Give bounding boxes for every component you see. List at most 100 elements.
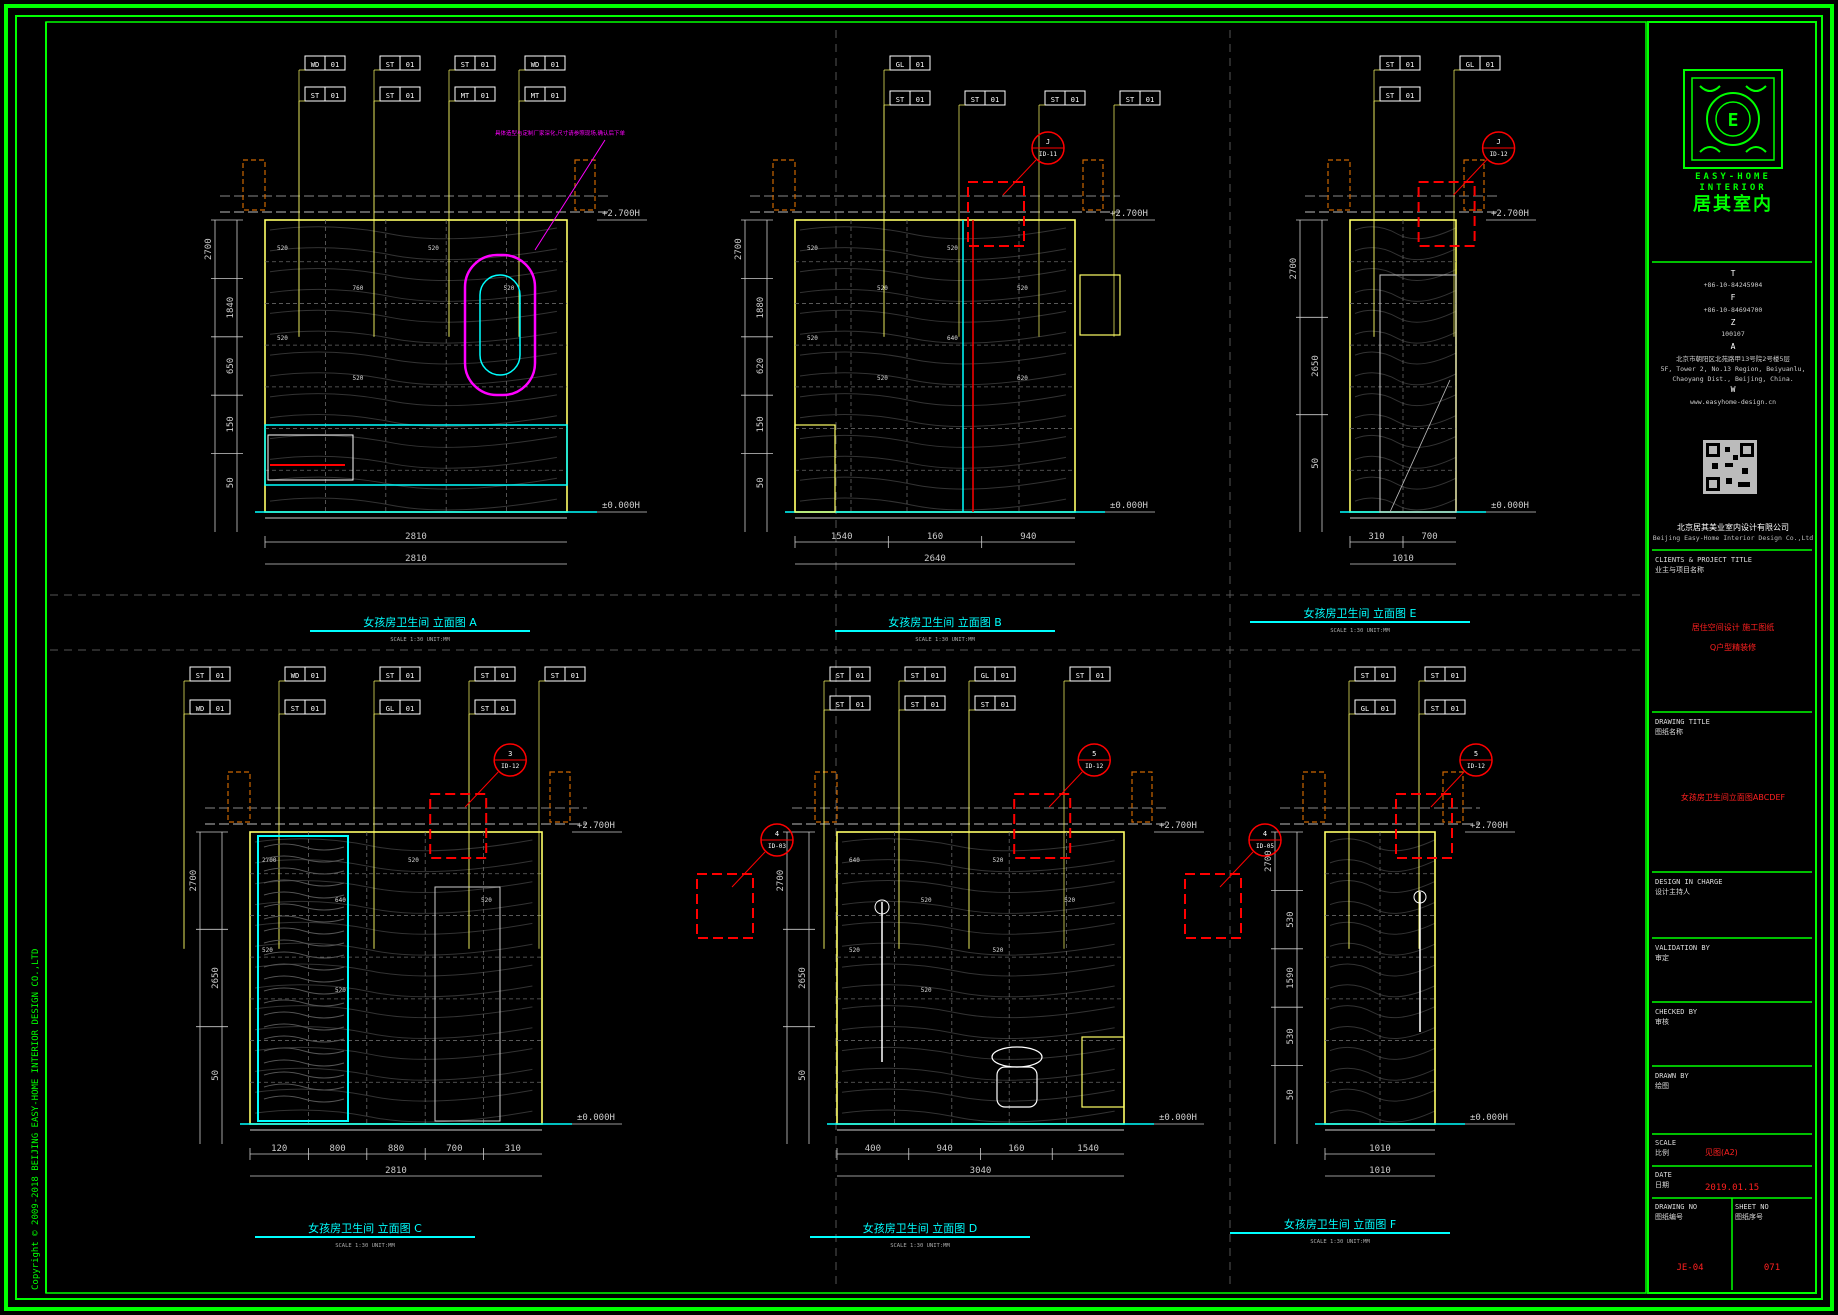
svg-text:Chaoyang Dist., Beijing, China: Chaoyang Dist., Beijing, China.: [1672, 375, 1793, 383]
tag-code: GL: [386, 705, 394, 713]
dim-horizontal: 940: [936, 1144, 952, 1154]
dim-horizontal: 310: [1368, 532, 1384, 542]
tag-num: 01: [551, 61, 559, 69]
tag-num: 01: [1451, 705, 1459, 713]
tile-dim: 640: [335, 897, 346, 904]
material-tag: GL 01: [1453, 55, 1501, 337]
dim-vertical: 50: [226, 477, 236, 488]
height-top-label: +2.700H: [577, 821, 615, 831]
tag-code: ST: [896, 96, 905, 104]
dim-horizontal: 160: [927, 532, 943, 542]
tag-code: ST: [291, 705, 300, 713]
dim-horizontal: 160: [1008, 1144, 1024, 1154]
svg-text:W: W: [1731, 385, 1736, 394]
callout-sheet: ID-05: [1256, 843, 1274, 850]
dim-horizontal: 940: [1020, 532, 1036, 542]
tile-dim: 520: [921, 987, 932, 994]
tag-code: ST: [1051, 96, 1060, 104]
project-title-cn: 业主与项目名称: [1655, 565, 1704, 574]
drawn-label: DRAWN BY: [1655, 1072, 1690, 1080]
drawing-no-cn: 图纸编号: [1655, 1212, 1683, 1221]
callout-number: J: [1046, 138, 1050, 146]
dim-vertical: 1590: [1286, 967, 1296, 989]
svg-text:A: A: [1731, 342, 1736, 351]
svg-text:F: F: [1731, 293, 1736, 302]
svg-text:T: T: [1731, 269, 1736, 278]
dim-vertical: 1840: [226, 297, 236, 319]
tag-code: ST: [481, 705, 490, 713]
drawing-no-label: DRAWING NO: [1655, 1203, 1697, 1211]
elevation-scale: SCALE 1:30 UNIT:MM: [390, 637, 450, 643]
title-block: [1647, 21, 1817, 1294]
svg-text:Z: Z: [1731, 318, 1736, 327]
vanity-drawer: [267, 434, 354, 481]
tag-num: 01: [406, 672, 414, 680]
drawn-cn: 绘图: [1655, 1081, 1669, 1090]
tag-code: MT: [531, 92, 540, 100]
tag-num: 01: [216, 705, 224, 713]
callout-number: 5: [1092, 750, 1096, 758]
tile-dim: 520: [807, 335, 818, 342]
tag-code: ST: [1386, 61, 1395, 69]
tag-num: 01: [991, 96, 999, 104]
height-top-label: +2.700H: [602, 209, 640, 219]
tag-num: 01: [1486, 61, 1494, 69]
tile-dim: 520: [993, 857, 1004, 864]
tag-code: ST: [481, 672, 490, 680]
tile-dim: 520: [335, 987, 346, 994]
elevation-scale: SCALE 1:30 UNIT:MM: [1310, 1239, 1370, 1245]
dim-horizontal: 1540: [1077, 1144, 1099, 1154]
tag-num: 01: [501, 705, 509, 713]
mirror-note: 具体造型与定制厂家深化,尺寸请参照现场,确认后下单: [495, 129, 625, 137]
tile-dim: 520: [428, 245, 439, 252]
dim-horizontal: 800: [329, 1144, 345, 1154]
shower-glass: [434, 886, 501, 1122]
tile-dim: 760: [353, 285, 364, 292]
tag-num: 01: [406, 61, 414, 69]
tag-num: 01: [571, 672, 579, 680]
height-top-label: +2.700H: [1470, 821, 1508, 831]
dim-horizontal: 2810: [385, 1166, 407, 1176]
tag-num: 01: [1381, 705, 1389, 713]
elevation-title: 女孩房卫生间 立面图 C: [308, 1221, 422, 1235]
tag-num: 01: [931, 672, 939, 680]
tag-code: ST: [911, 672, 920, 680]
contact-block: T +86-10-84245904 F +86-10-84694700 Z 10…: [1661, 269, 1806, 406]
scale-value: 见图(A2): [1705, 1148, 1738, 1157]
tag-code: WD: [531, 61, 539, 69]
design-in-charge-label: DESIGN IN CHARGE: [1655, 878, 1722, 886]
section-callout: 4ID-05: [1184, 823, 1282, 939]
svg-text:+86-10-84245904: +86-10-84245904: [1704, 281, 1763, 289]
callout-number: 5: [1474, 750, 1478, 758]
vanity-cabinet: [264, 424, 568, 486]
glass-door: [1379, 274, 1457, 513]
dim-vertical: 620: [756, 358, 766, 374]
mirror-inner: [479, 274, 521, 376]
tag-code: WD: [311, 61, 319, 69]
tag-num: 01: [1146, 96, 1154, 104]
dim-horizontal: 120: [271, 1144, 287, 1154]
validation-cn: 审定: [1655, 953, 1669, 962]
niche-hatched: [1081, 1036, 1125, 1108]
dim-vertical: 150: [756, 416, 766, 432]
elevation-title: 女孩房卫生间 立面图 F: [1284, 1217, 1396, 1231]
design-in-charge-cn: 设计主持人: [1655, 887, 1690, 896]
tile-dim: 520: [277, 245, 288, 252]
height-floor-label: ±0.000H: [602, 501, 640, 511]
dim-vertical: 50: [1311, 458, 1321, 469]
height-top-label: +2.700H: [1491, 209, 1529, 219]
tag-code: GL: [1466, 61, 1474, 69]
tag-code: ST: [1386, 92, 1395, 100]
height-top-label: +2.700H: [1110, 209, 1148, 219]
tag-code: ST: [1361, 672, 1370, 680]
qr-code: [1703, 440, 1757, 494]
